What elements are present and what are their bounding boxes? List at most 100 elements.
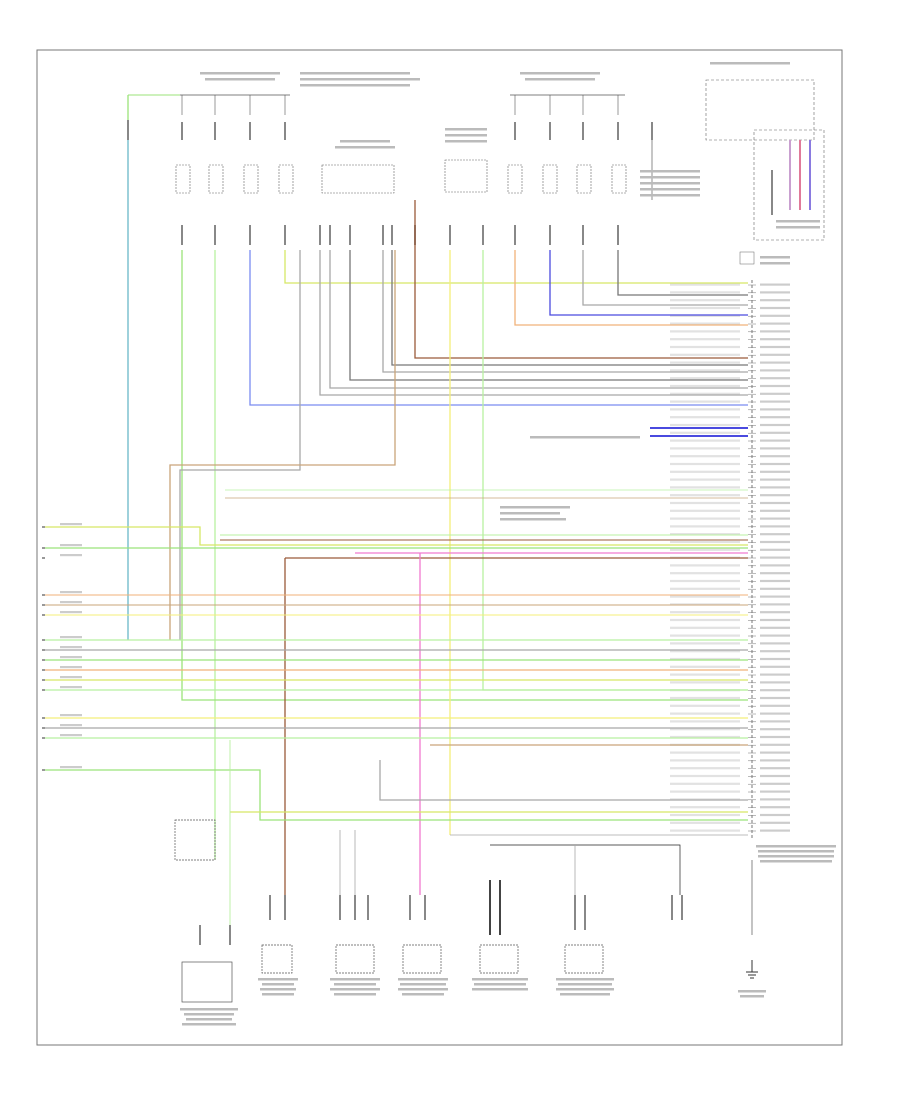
wire-color-code: [670, 829, 740, 832]
left-pin-marker: [42, 669, 45, 671]
pcm-pin-caption: [760, 345, 790, 349]
wire-color-code: [670, 299, 740, 302]
wire-o2-right-1: [514, 250, 748, 326]
wire-color-code: [670, 509, 740, 512]
pcm-pin-caption: [760, 704, 790, 707]
wire-color-code: [670, 486, 740, 489]
pcm-pin-caption: [760, 314, 790, 317]
wire-color-code: [670, 423, 740, 427]
wire-color-code: [670, 400, 740, 403]
pcm-pin-caption: [760, 829, 790, 832]
top-section: [127, 79, 825, 245]
left-pin-marker: [42, 689, 45, 691]
wire-color-code: [670, 369, 740, 372]
wire-black-bottom: [490, 844, 681, 895]
left-wire-code: [60, 676, 82, 679]
wire-color-code: [670, 642, 740, 645]
wire-throttle-6: [414, 200, 748, 359]
pcm-pin-caption: [760, 439, 790, 442]
left-pin-marker: [42, 547, 45, 549]
wire-color-code: [670, 759, 740, 762]
pcm-pin-caption: [760, 634, 790, 637]
wire-color-code: [670, 790, 740, 793]
wire-color-code: [670, 494, 740, 497]
left-wire-code: [60, 686, 82, 689]
wire-color-code: [670, 720, 740, 723]
pcm-pin-caption: [760, 696, 790, 700]
wire-color-code: [670, 338, 740, 341]
ground-symbol: [746, 960, 758, 979]
pcm-pin-caption: [760, 774, 790, 778]
pcm-pin-caption: [760, 416, 790, 419]
pcm-pin-caption: [760, 494, 790, 497]
wire-o2-right-2: [549, 250, 748, 316]
pcm-pin-caption: [760, 618, 790, 622]
left-wire-code: [60, 646, 82, 649]
pcm-pin-caption: [760, 338, 790, 341]
left-wire-code: [60, 766, 82, 769]
component-relay: [174, 819, 216, 861]
pcm-pin-caption: [760, 673, 790, 676]
wire-color-code: [670, 517, 740, 520]
wire-tan-loop: [169, 250, 396, 640]
pcm-pin-caption: [760, 377, 790, 380]
wire-color-code: [670, 806, 740, 809]
component-5: [479, 944, 519, 974]
pcm-pin-caption: [760, 564, 790, 567]
left-pin-marker: [42, 717, 45, 719]
left-pin-marker: [42, 659, 45, 661]
wire-color-code: [670, 657, 740, 661]
pcm-pin-caption: [760, 587, 790, 590]
wire-color-code: [670, 774, 740, 778]
wire-color-code: [670, 540, 740, 544]
left-wire-code: [60, 666, 82, 669]
wire-color-code: [670, 314, 740, 317]
component-2: [261, 944, 293, 974]
pcm-pin-caption: [760, 743, 790, 746]
wire-color-code: [670, 618, 740, 622]
wire-color-code: [670, 587, 740, 590]
pcm-pin-caption: [760, 548, 790, 551]
pcm-pin-caption: [760, 735, 790, 739]
pcm-pin-caption: [760, 517, 790, 520]
component-6: [564, 944, 604, 974]
wire-h-527: [45, 526, 748, 546]
pcm-connector: [670, 251, 790, 840]
wire-color-code: [670, 330, 740, 333]
pcm-pin-caption: [760, 595, 790, 598]
pcm-pin-caption: [760, 369, 790, 372]
blue-bus: [650, 427, 748, 437]
wire-color-code: [670, 447, 740, 450]
pcm-pin-caption: [760, 720, 790, 723]
pcm-pin-caption: [760, 572, 790, 575]
wire-color-code: [670, 478, 740, 481]
pcm-pin-caption: [760, 813, 790, 817]
wire-color-code: [670, 696, 740, 700]
wire-color-code: [670, 611, 740, 614]
component-3: [335, 944, 375, 974]
pcm-pin-caption: [760, 728, 790, 731]
left-wire-code: [60, 656, 82, 659]
left-side-labels: [42, 523, 82, 771]
left-pin-marker: [42, 649, 45, 651]
pcm-pin-caption: [760, 806, 790, 809]
left-wire-code: [60, 724, 82, 727]
wire-color-code: [670, 634, 740, 637]
pcm-pin-caption: [760, 798, 790, 801]
wire-color-code: [670, 322, 740, 325]
pcm-pin-caption: [760, 782, 790, 785]
wire-throttle-1: [319, 250, 748, 396]
pcm-pin-caption: [760, 408, 790, 411]
wire-color-code: [670, 439, 740, 442]
wire-color-code: [670, 470, 740, 473]
left-pin-marker: [42, 526, 45, 528]
pcm-pin-caption: [760, 283, 790, 286]
left-wire-code: [60, 714, 82, 717]
left-pin-marker: [42, 604, 45, 606]
pcm-pin-caption: [760, 447, 790, 450]
pcm-pin-caption: [760, 392, 790, 395]
wire-color-code: [670, 377, 740, 380]
component-4: [402, 944, 442, 974]
wire-color-code: [670, 291, 740, 294]
